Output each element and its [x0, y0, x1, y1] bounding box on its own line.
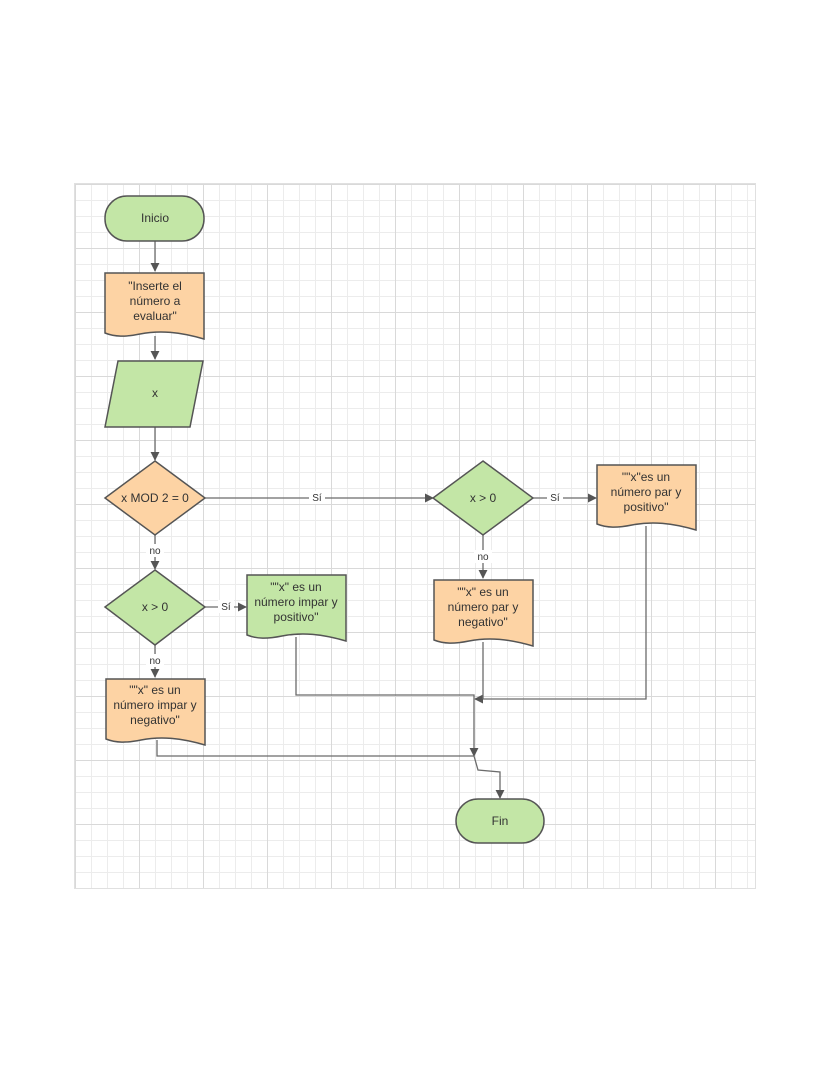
odd-positive-line-1: ""x" es un: [270, 580, 321, 594]
even-negative-line-2: número par y: [448, 600, 519, 614]
odd-negative-line-3: negativo": [130, 713, 180, 727]
end-node[interactable]: Fin: [455, 798, 545, 844]
edge-even-positive-to-merge: [474, 526, 647, 704]
start-label: Inicio: [141, 211, 169, 225]
prompt-line-1: "Inserte el: [128, 279, 182, 293]
prompt-document-node[interactable]: "Inserte el número a evaluar": [104, 272, 205, 340]
label-mod-no: no: [149, 546, 161, 557]
odd-negative-line-1: ""x" es un: [129, 683, 180, 697]
even-negative-document-node[interactable]: ""x" es un número par y negativo": [433, 579, 534, 647]
odd-negative-line-2: número impar y: [113, 698, 196, 712]
start-node[interactable]: Inicio: [104, 195, 205, 242]
even-negative-line-1: ""x" es un: [457, 585, 508, 599]
connectors: [150, 241, 647, 799]
edge-merge-to-end: [473, 755, 505, 799]
odd-decision-label: x > 0: [142, 600, 169, 614]
even-decision-node[interactable]: x > 0: [431, 460, 535, 536]
label-odd-yes: Sí: [221, 602, 231, 613]
even-positive-line-2: número par y: [611, 485, 682, 499]
even-positive-line-1: ""x"es un: [622, 470, 670, 484]
edge-odd-negative-to-merge: [156, 740, 474, 757]
even-positive-line-3: positivo": [624, 500, 669, 514]
label-even-yes: Sí: [550, 493, 560, 504]
input-label: x: [152, 386, 158, 400]
even-negative-line-3: negativo": [458, 615, 508, 629]
odd-positive-line-2: número impar y: [254, 595, 337, 609]
mod-decision-label: x MOD 2 = 0: [121, 491, 189, 505]
mod-decision-node[interactable]: x MOD 2 = 0: [103, 460, 207, 536]
input-node[interactable]: x: [104, 360, 204, 428]
even-positive-document-node[interactable]: ""x"es un número par y positivo": [596, 464, 697, 531]
label-odd-no: no: [149, 656, 161, 667]
odd-positive-line-3: positivo": [274, 610, 319, 624]
prompt-line-3: evaluar": [133, 309, 177, 323]
edge-odd-positive-to-merge: [295, 637, 479, 757]
edge-labels: Sí no Sí no Sí no: [146, 491, 563, 667]
prompt-line-2: número a: [130, 294, 181, 308]
odd-negative-document-node[interactable]: ""x" es un número impar y negativo": [105, 678, 206, 746]
even-decision-label: x > 0: [470, 491, 497, 505]
end-label: Fin: [492, 814, 509, 828]
odd-positive-document-node[interactable]: ""x" es un número impar y positivo": [246, 574, 347, 642]
odd-decision-node[interactable]: x > 0: [103, 569, 207, 646]
label-mod-yes: Sí: [312, 493, 322, 504]
label-even-no: no: [477, 552, 489, 563]
